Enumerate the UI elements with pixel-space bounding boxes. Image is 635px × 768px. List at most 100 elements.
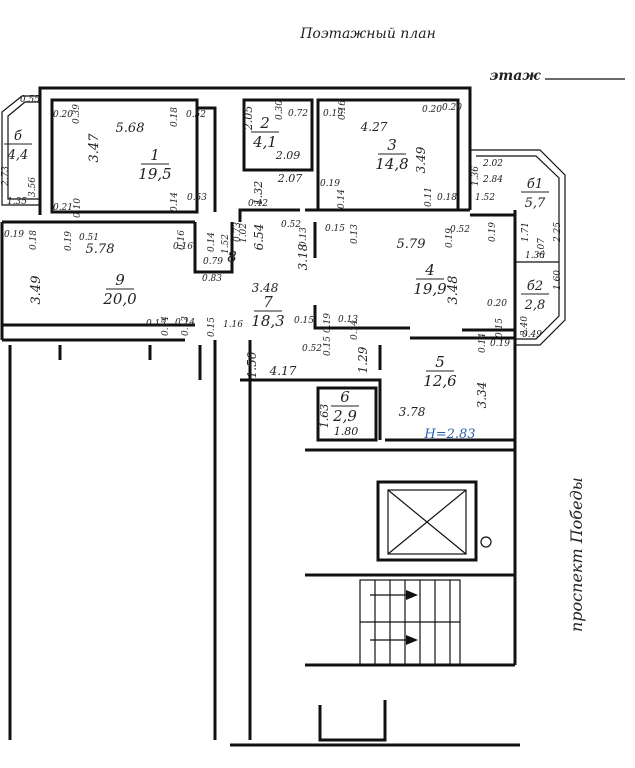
dimension-label: 1.63 <box>318 404 331 429</box>
dimension-label: 3.07 <box>537 238 547 258</box>
dimension-label: 0.14 <box>161 316 171 336</box>
street-name: проспект Победы <box>567 477 586 632</box>
dimension-label: 1.80 <box>334 425 359 438</box>
room-number: б <box>14 129 22 144</box>
dimension-label: 0.83 <box>202 274 222 284</box>
ceiling-height-label: H=2.83 <box>423 427 475 442</box>
left-balcony <box>1 95 40 206</box>
room-number: б2 <box>527 279 543 294</box>
dimension-label: 0.55 <box>20 95 40 105</box>
dimension-label: 0.16 <box>173 242 193 252</box>
dimension-label: 2.05 <box>242 106 255 132</box>
dimension-label: 3.48 <box>252 281 279 295</box>
bay-window <box>470 149 566 346</box>
dimension-label: 3.49 <box>29 276 44 305</box>
room-area: 14,8 <box>375 155 408 173</box>
dimension-label: 0.52 <box>450 225 470 235</box>
dimension-label: 0.19 <box>320 179 340 189</box>
dimension-label: 0.15 <box>146 319 166 329</box>
dimension-label: 2.09 <box>275 149 301 162</box>
dimension-label: 0.11 <box>424 187 434 207</box>
room-area: 5,7 <box>525 196 546 211</box>
dimension-label: 0.18 <box>437 193 457 203</box>
room-area: 19,9 <box>413 280 447 298</box>
dimension-label: 5.78 <box>86 242 115 257</box>
room-number: 4 <box>424 261 435 279</box>
room-area: 2,8 <box>524 298 546 313</box>
dimension-label: 0.20 <box>442 103 462 113</box>
room-area: 4,1 <box>252 133 277 151</box>
dimension-label: 1.02 <box>239 223 249 243</box>
room-area: 18,3 <box>251 312 284 330</box>
dimension-label: 0.14 <box>337 189 347 209</box>
dimension-label: 1.16 <box>223 320 243 330</box>
room-number: 6 <box>340 388 350 406</box>
dimension-label: 2.73 <box>1 166 11 187</box>
dimension-label: 0.14 <box>175 318 195 328</box>
dimension-label: 0.52 <box>302 344 322 354</box>
dimension-label: 0.30 <box>275 100 285 120</box>
dimension-label: 5.68 <box>116 121 145 136</box>
dimension-label: 3.47 <box>87 133 102 163</box>
dimension-label: 4.27 <box>360 120 388 134</box>
dimension-label: 1.60 <box>553 270 563 290</box>
dimension-label: 2.40 <box>520 316 530 337</box>
dimension-label: 0.13 <box>338 315 358 325</box>
dimension-label: 0.13 <box>350 224 360 244</box>
dimension-label: 3.48 <box>446 276 461 305</box>
dimension-label: 2.84 <box>482 175 503 185</box>
dimension-label: 0.10 <box>73 198 83 218</box>
dimension-label: 0.20 <box>487 299 507 309</box>
dimension-label: 0.72 <box>288 109 308 119</box>
dimension-label: 0.39 <box>72 104 82 124</box>
dimension-label: 6.54 <box>252 224 266 251</box>
dimension-label: 1.35 <box>7 197 27 207</box>
room-area: 4,4 <box>7 148 29 163</box>
dimension-label: 0.53 <box>187 193 207 203</box>
dimension-label: 0.16 <box>177 230 187 250</box>
room-number: 3 <box>387 136 397 154</box>
dimension-label: 0.79 <box>203 257 223 267</box>
room-number: 7 <box>263 293 273 311</box>
room-area: 19,5 <box>138 165 171 183</box>
dimension-label: 2.07 <box>277 172 303 185</box>
room-area: 12,6 <box>423 372 457 390</box>
dimension-label: 1.52 <box>221 234 231 254</box>
dimension-label: 0.13 <box>299 227 309 247</box>
dimension-label: 0.19 <box>323 109 343 119</box>
dimension-label: 0.73 <box>233 222 243 242</box>
dimension-label: 1.71 <box>521 222 531 242</box>
room-area: 2,9 <box>332 407 357 425</box>
dimension-label: 0.20 <box>53 110 73 120</box>
dimension-label: 0.19 <box>4 230 24 240</box>
dimension-label: 0.14 <box>170 192 180 212</box>
dimension-label: 0.51 <box>79 233 99 243</box>
room-number: 9 <box>115 271 125 289</box>
dimension-label: 0.14 <box>207 232 217 252</box>
dimension-label: 1.50 <box>245 351 259 378</box>
corridor-walls <box>8 345 202 740</box>
dimension-label: 4.17 <box>269 364 297 378</box>
dimension-label: 0.20 <box>422 105 442 115</box>
dimension-label: 0.15 <box>495 318 505 338</box>
elevator-shaft <box>376 480 492 562</box>
dimension-label: 2.25 <box>553 222 563 243</box>
dimension-label: 0.18 <box>170 107 180 127</box>
dimension-label: 0.19 <box>488 222 498 242</box>
room-number: 8 <box>227 248 237 266</box>
dimension-label: 3.34 <box>475 382 489 409</box>
dimension-label: 0.19 <box>64 231 74 251</box>
dimension-label: 0.13 <box>181 316 191 336</box>
dimension-label: 0.21 <box>53 203 73 213</box>
dimension-label: 2.02 <box>482 159 503 169</box>
dimension-label: 0.49 <box>522 330 542 340</box>
interior-walls <box>2 98 515 442</box>
staircase <box>359 579 461 666</box>
room-number: 5 <box>435 353 445 371</box>
dimension-label: 1.29 <box>356 346 370 373</box>
dimension-label: 0.42 <box>248 199 268 209</box>
dimension-label: 3.18 <box>296 243 310 270</box>
